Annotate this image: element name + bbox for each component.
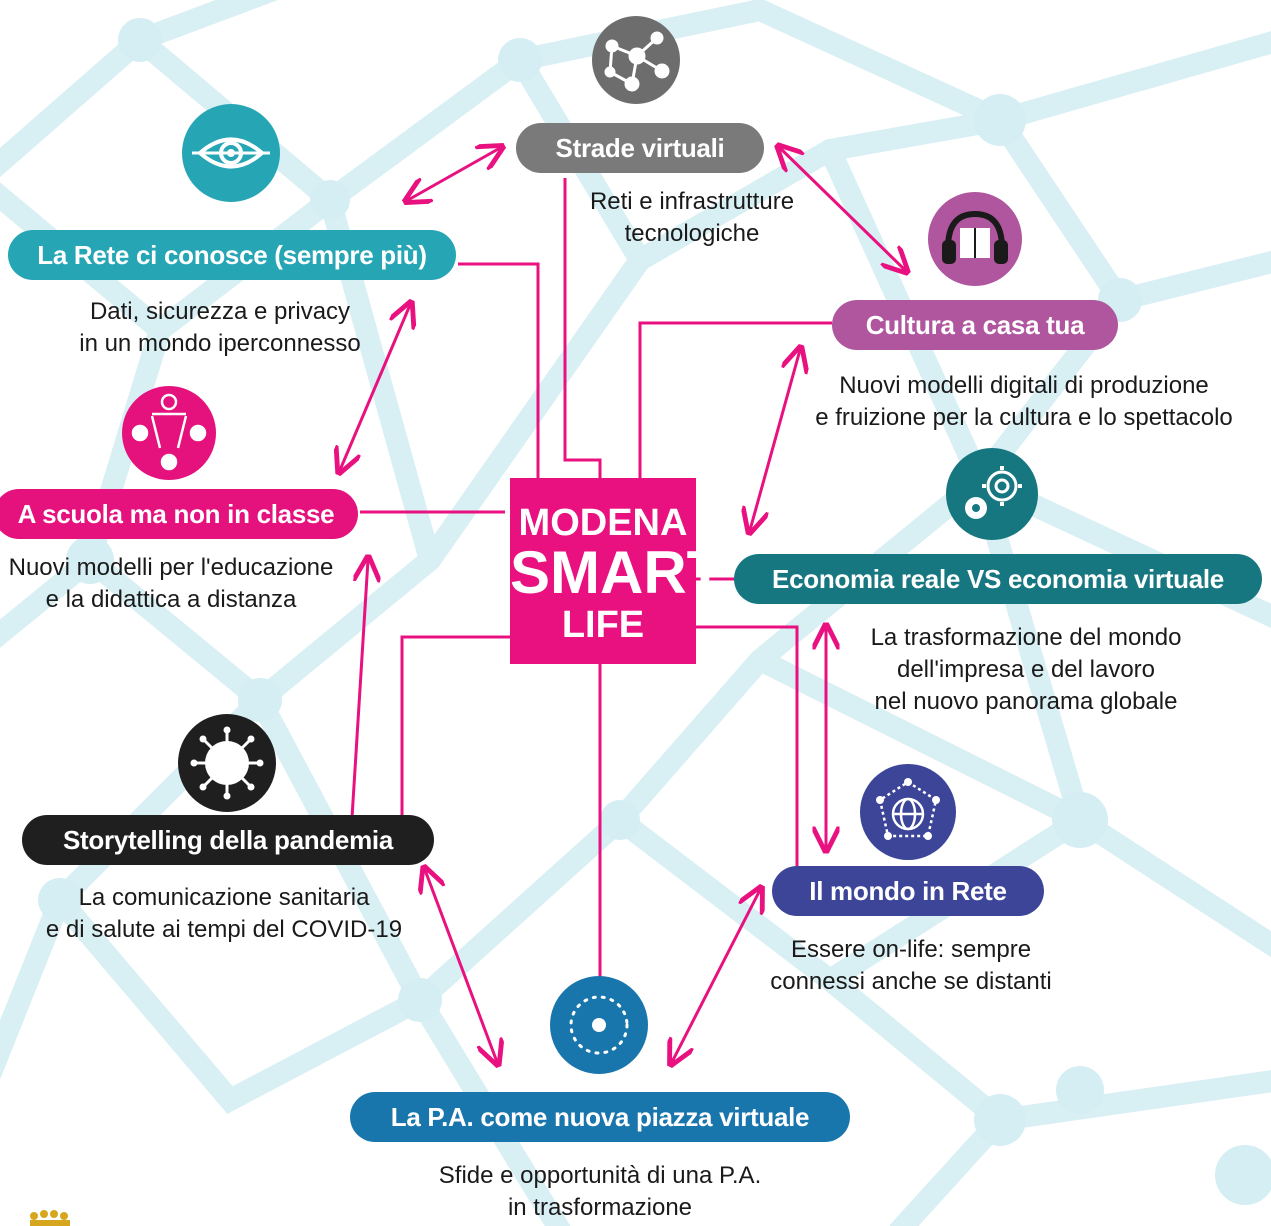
brand-line-2: SMART (510, 539, 724, 606)
desc-line: nel nuovo panorama globale (874, 688, 1178, 715)
coat-of-arms-logo (30, 1210, 70, 1226)
topic-pa: La P.A. come nuova piazza virtuale (350, 1092, 850, 1142)
desc-line: Reti e infrastrutture (589, 188, 795, 215)
desc-line: Dati, sicurezza e privacy (89, 298, 351, 325)
network-nodes-icon (122, 386, 216, 480)
desc-line: connessi anche se distanti (770, 968, 1052, 995)
desc-il-mondo-in-rete: Essere on-life: sempre connessi anche se… (756, 934, 1066, 998)
desc-line: e la didattica a distanza (45, 586, 297, 613)
target-dots-icon (550, 976, 648, 1074)
modena-smart-life-chip: MODENA SMART LIFE (510, 478, 724, 664)
desc-line: in un mondo iperconnesso (79, 330, 361, 357)
desc-economia: La trasformazione del mondo dell'impresa… (846, 622, 1206, 718)
desc-cultura: Nuovi modelli digitali di produzione e f… (784, 370, 1264, 434)
desc-la-rete: Dati, sicurezza e privacy in un mondo ip… (30, 296, 410, 360)
desc-line: Nuovi modelli digitali di produzione (839, 372, 1209, 399)
topic-il-mondo-in-rete: Il mondo in Rete (772, 866, 1044, 916)
gears-icon (946, 448, 1038, 540)
desc-line: Nuovi modelli per l'educazione (8, 554, 334, 581)
desc-line: Sfide e opportunità di una P.A. (438, 1162, 762, 1189)
desc-a-scuola: Nuovi modelli per l'educazione e la dida… (0, 552, 348, 616)
desc-pa: Sfide e opportunità di una P.A. in trasf… (430, 1160, 770, 1224)
desc-line: Essere on-life: sempre (790, 936, 1032, 963)
topic-economia: Economia reale VS economia virtuale (734, 554, 1262, 604)
desc-line: in trasformazione (507, 1194, 693, 1221)
brand-line-3: LIFE (561, 604, 645, 646)
desc-storytelling: La comunicazione sanitaria e di salute a… (14, 882, 434, 946)
desc-strade-virtuali: Reti e infrastrutture tecnologiche (542, 186, 842, 250)
topic-la-rete-ci-conosce: La Rete ci conosce (sempre più) (8, 230, 456, 280)
topic-storytelling: Storytelling della pandemia (22, 815, 434, 865)
desc-line: La trasformazione del mondo (870, 624, 1182, 651)
brand-line-1: MODENA (518, 502, 688, 544)
chip-pins (510, 478, 696, 664)
topic-cultura-a-casa-tua: Cultura a casa tua (832, 300, 1118, 350)
desc-line: e fruizione per la cultura e lo spettaco… (815, 404, 1233, 431)
eye-icon (182, 104, 280, 202)
desc-line: e di salute ai tempi del COVID-19 (45, 916, 403, 943)
globe-network-icon (860, 764, 956, 860)
network-globe-icon (592, 16, 680, 104)
virus-icon (178, 714, 276, 812)
desc-line: La comunicazione sanitaria (78, 884, 370, 911)
desc-line: dell'impresa e del lavoro (896, 656, 1156, 683)
headphones-book-icon (928, 192, 1022, 286)
topic-a-scuola: A scuola ma non in classe (0, 489, 358, 539)
topic-strade-virtuali: Strade virtuali (516, 123, 764, 173)
desc-line: tecnologiche (624, 220, 760, 247)
